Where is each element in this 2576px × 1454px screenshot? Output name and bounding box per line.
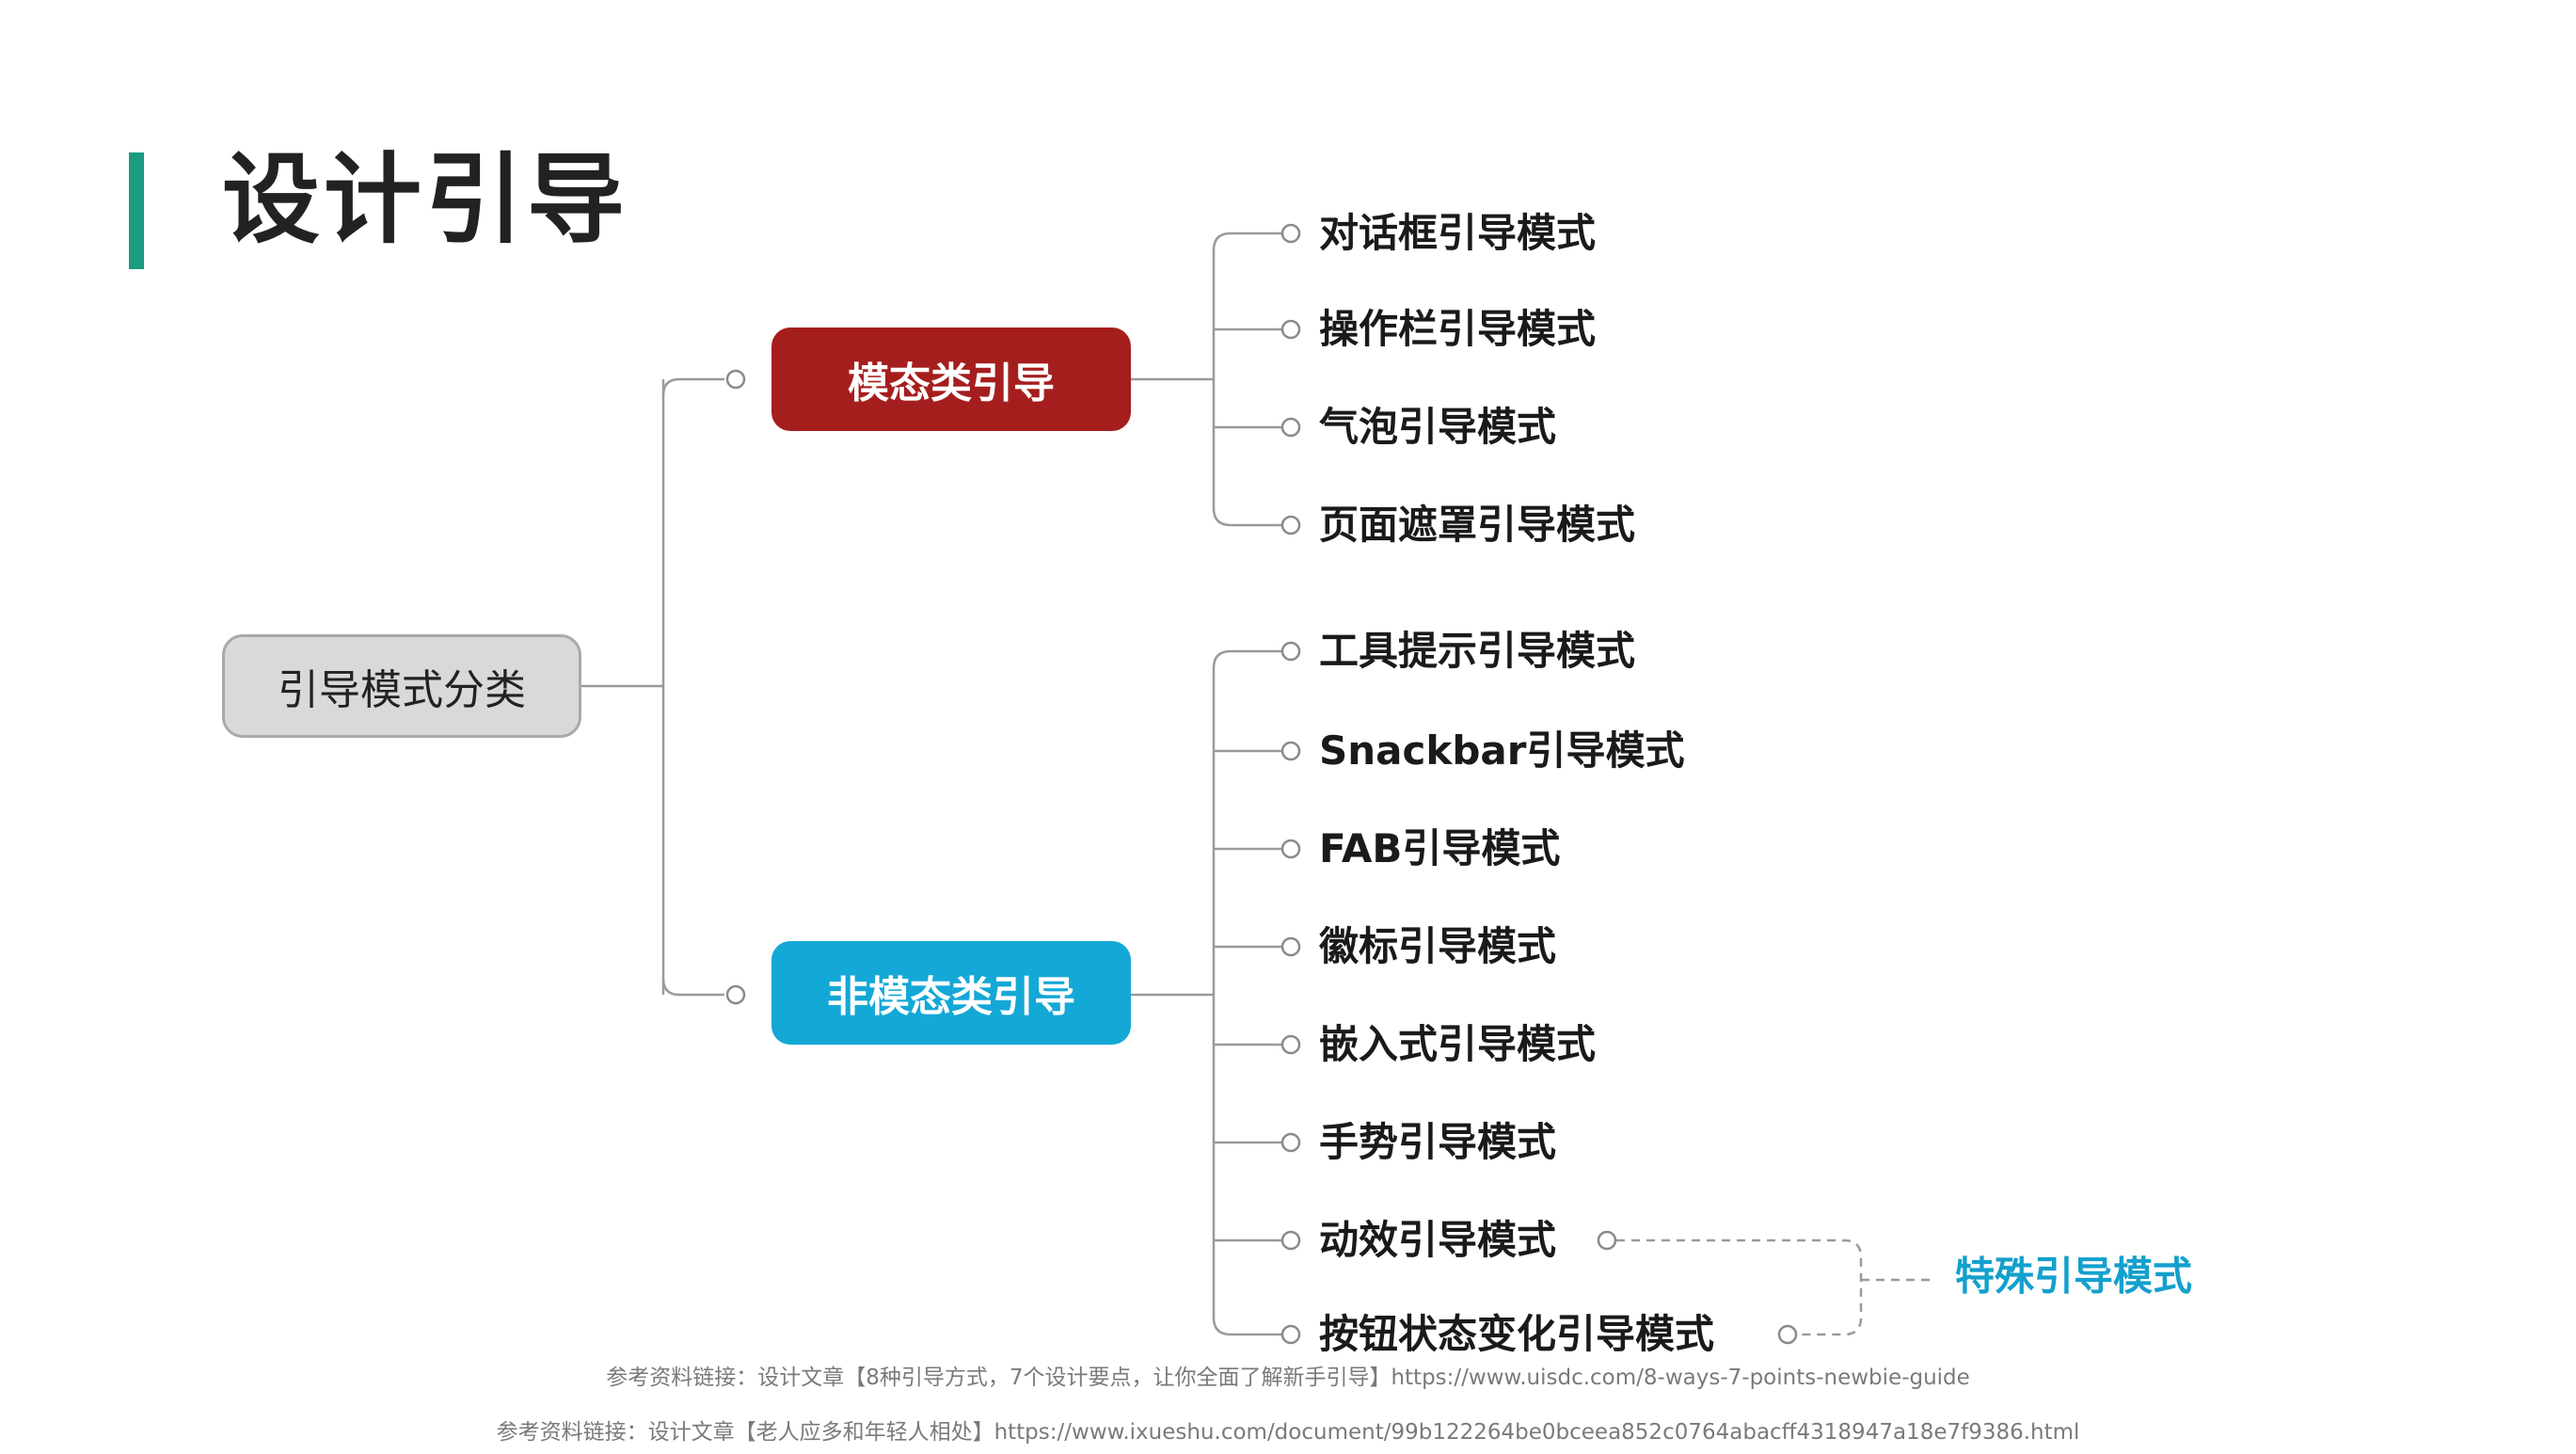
connector-dot <box>1280 1132 1301 1153</box>
leaf-bubble: 气泡引导模式 <box>1319 404 1557 450</box>
connector-dot <box>1280 319 1301 340</box>
nonmodal-guide-node: 非模态类引导 <box>771 941 1131 1045</box>
connector-dot <box>1280 223 1301 244</box>
leaf-tooltip: 工具提示引导模式 <box>1319 628 1636 674</box>
root-node-label: 引导模式分类 <box>278 666 526 714</box>
connector-dot <box>1280 1230 1301 1251</box>
leaf-dialog: 对话框引导模式 <box>1319 210 1597 256</box>
modal-guide-node: 模态类引导 <box>771 328 1131 431</box>
leaf-action-bar: 操作栏引导模式 <box>1319 306 1597 352</box>
reference-link-1[interactable]: 参考资料链接：设计文章【8种引导方式，7个设计要点，让你全面了解新手引导】htt… <box>606 1366 1970 1390</box>
connector-dot <box>1597 1230 1617 1251</box>
leaf-animation: 动效引导模式 <box>1319 1217 1557 1263</box>
connector-dot <box>1280 641 1301 662</box>
connector-dot <box>725 984 746 1005</box>
connector-dot <box>1280 1324 1301 1345</box>
connector-dot <box>1280 1034 1301 1055</box>
leaf-snackbar: Snackbar引导模式 <box>1319 727 1685 774</box>
page-title: 设计引导 <box>222 142 629 257</box>
connector-dot <box>725 369 746 390</box>
connector-dot <box>1280 741 1301 761</box>
modal-guide-label: 模态类引导 <box>848 360 1055 407</box>
root-node: 引导模式分类 <box>222 634 581 738</box>
connector-dot <box>1777 1324 1798 1345</box>
leaf-fab: FAB引导模式 <box>1319 825 1561 871</box>
connector-dot <box>1280 839 1301 859</box>
connector-dot <box>1280 936 1301 957</box>
connector-dot <box>1280 417 1301 438</box>
leaf-button-state: 按钮状态变化引导模式 <box>1319 1311 1715 1357</box>
special-guide-label: 特殊引导模式 <box>1955 1253 2193 1300</box>
title-accent-bar <box>129 152 144 269</box>
connector-dot <box>1280 515 1301 535</box>
leaf-page-mask: 页面遮罩引导模式 <box>1319 502 1636 548</box>
reference-link-2[interactable]: 参考资料链接：设计文章【老人应多和年轻人相处】https://www.ixues… <box>496 1420 2080 1445</box>
leaf-badge: 徽标引导模式 <box>1319 923 1557 969</box>
nonmodal-guide-label: 非模态类引导 <box>827 973 1075 1021</box>
leaf-gesture: 手势引导模式 <box>1319 1119 1557 1165</box>
leaf-embedded: 嵌入式引导模式 <box>1319 1021 1597 1067</box>
